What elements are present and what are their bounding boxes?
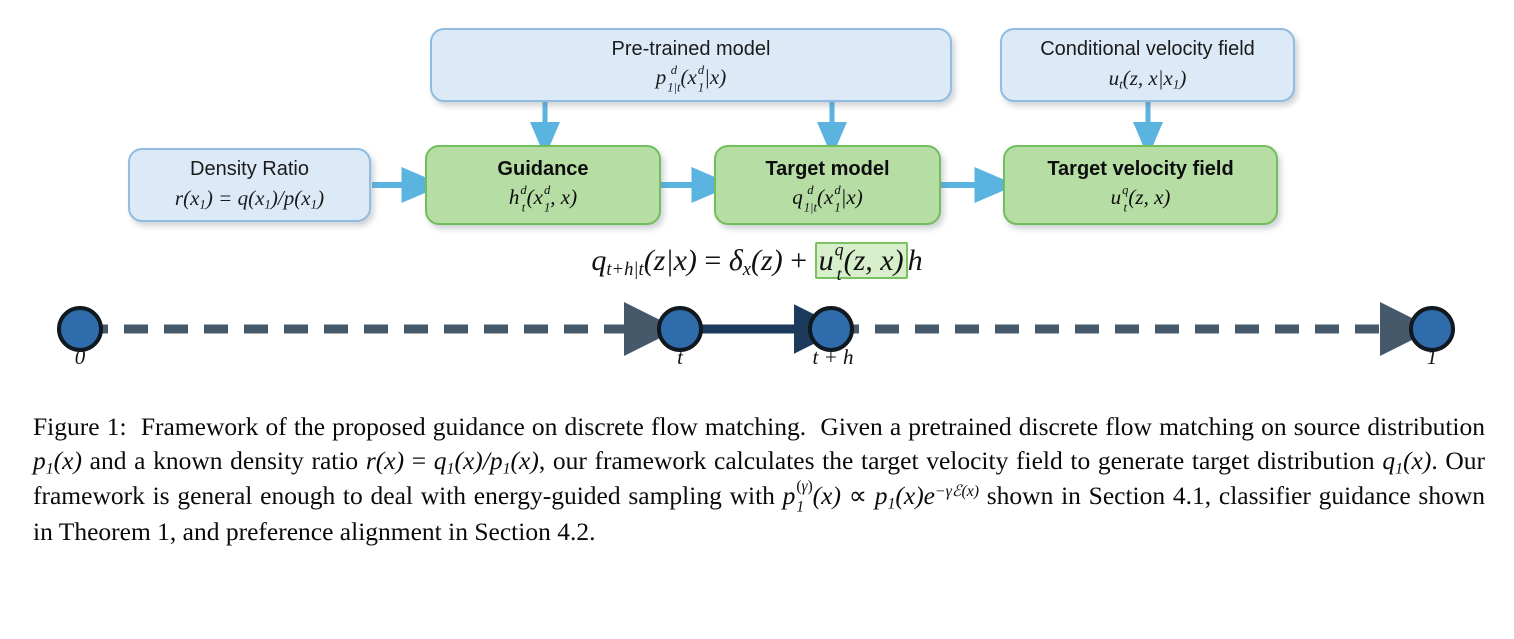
timeline-node-t-plus-h[interactable] <box>808 306 854 352</box>
caption-label: Figure 1: <box>33 412 127 441</box>
caption-sentence-4: and a known density ratio <box>89 445 359 475</box>
box-title: Pre-trained model <box>611 37 771 60</box>
caption-sentence-7: shown in Section 4.1, classifier guidanc… <box>33 481 1486 546</box>
timeline <box>57 302 1455 356</box>
box-title: Target velocity field <box>1047 157 1234 180</box>
caption-math-p1x: p1(x) <box>33 445 82 478</box>
caption-math-q1x: q1(x) <box>1382 445 1432 478</box>
box-density-ratio[interactable]: Density Ratio r(x1) = q(x1)/p(x1) <box>128 148 371 222</box>
figure-caption: Figure 1: Framework of the proposed guid… <box>33 412 1486 546</box>
connector-arrows <box>372 101 1163 203</box>
timeline-label-1: 1 <box>1426 345 1438 369</box>
timeline-label-t: t <box>677 345 683 369</box>
box-title: Conditional velocity field <box>1040 38 1255 61</box>
caption-sentence-6: Our framework is general enough to deal … <box>33 445 1486 511</box>
timeline-node-t[interactable] <box>657 306 703 352</box>
box-formula: ut(z, x|x1) <box>1108 65 1187 92</box>
caption-sentence-2: flow matching. <box>651 412 807 441</box>
timeline-node-0[interactable] <box>57 306 103 352</box>
caption-math-density-ratio: r(x) = q1(x)/p1(x) <box>365 445 539 478</box>
timeline-label-0: 0 <box>74 345 86 369</box>
timeline-label-t-plus-h: t + h <box>812 345 854 369</box>
caption-math-energy-guided: p(γ)1(x) ∝ p1(x)e−γℰ(x) <box>782 478 979 517</box>
box-title: Target model <box>765 157 890 180</box>
caption-sentence-1: Framework of the proposed guidance on di… <box>140 412 644 441</box>
caption-sentence-3: Given a pretrained discrete flow matchin… <box>820 412 1486 441</box>
timeline-node-1[interactable] <box>1409 306 1455 352</box>
box-title: Density Ratio <box>190 158 309 181</box>
box-title: Guidance <box>497 157 589 180</box>
box-formula: r(x1) = q(x1)/p(x1) <box>174 185 325 212</box>
caption-sentence-5: our framework calculates the target velo… <box>552 445 1375 475</box>
box-conditional-velocity-field[interactable]: Conditional velocity field ut(z, x|x1) <box>1000 28 1295 102</box>
